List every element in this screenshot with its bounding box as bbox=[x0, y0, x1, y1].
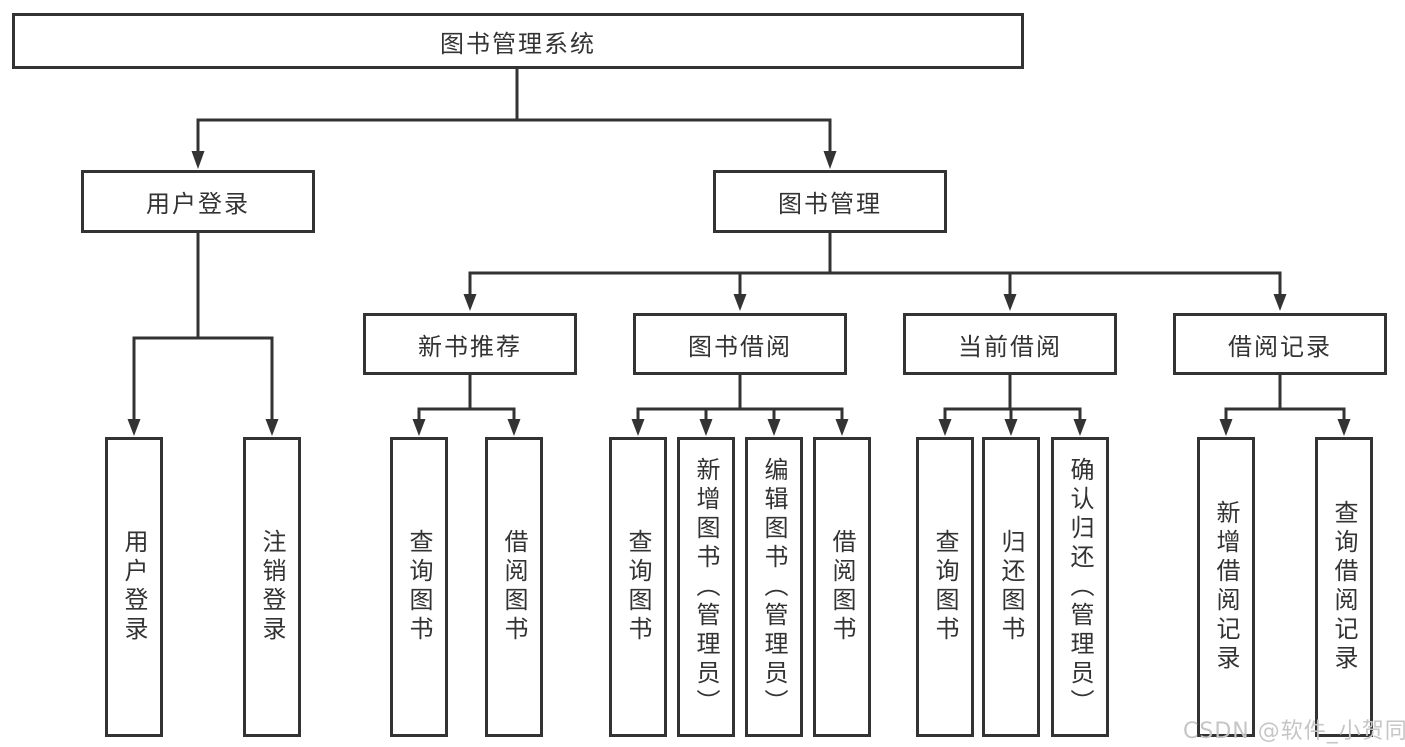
leaf-newbook-borrow-books: 借阅图书 bbox=[485, 437, 543, 737]
leaf-current-return-books: 归还图书 bbox=[982, 437, 1040, 737]
leaf-newbook-query-books: 查询图书 bbox=[390, 437, 448, 737]
leaf-borrow-borrow-books: 借阅图书 bbox=[813, 437, 871, 737]
node-book-management: 图书管理 bbox=[713, 170, 947, 233]
node-borrowing-records: 借阅记录 bbox=[1173, 313, 1387, 375]
node-new-book-recommendation: 新书推荐 bbox=[363, 313, 577, 375]
node-user-login: 用户登录 bbox=[81, 170, 315, 233]
watermark-text: CSDN @软件_小贺同学 bbox=[1183, 719, 1405, 744]
leaf-user-login: 用户登录 bbox=[105, 437, 163, 737]
leaf-records-add-borrow-record: 新增借阅记录 bbox=[1197, 437, 1255, 737]
leaf-records-query-borrow-record: 查询借阅记录 bbox=[1315, 437, 1373, 737]
leaf-borrow-edit-books-admin: 编辑图书（管理员） bbox=[745, 437, 803, 737]
node-book-borrowing: 图书借阅 bbox=[633, 313, 847, 375]
leaf-borrow-query-books: 查询图书 bbox=[609, 437, 667, 737]
leaf-current-confirm-return-admin: 确认归还（管理员） bbox=[1051, 437, 1109, 737]
node-root: 图书管理系统 bbox=[12, 13, 1024, 69]
leaf-logout: 注销登录 bbox=[243, 437, 301, 737]
node-current-borrowing: 当前借阅 bbox=[903, 313, 1117, 375]
leaf-current-query-books: 查询图书 bbox=[916, 437, 974, 737]
leaf-borrow-add-books-admin: 新增图书（管理员） bbox=[677, 437, 735, 737]
